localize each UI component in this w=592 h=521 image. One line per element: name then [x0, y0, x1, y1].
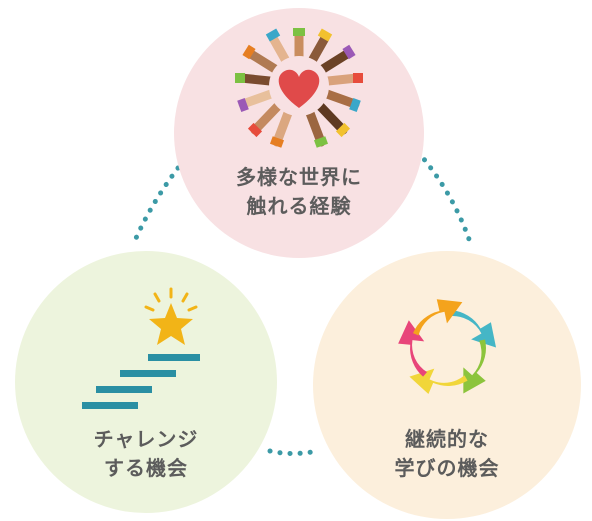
node-top-label-line2: 触れる経験 — [246, 194, 352, 218]
heart-hands-icon — [235, 28, 363, 148]
node-left-label-line2: する機会 — [104, 456, 188, 480]
connector-top-left — [130, 165, 181, 248]
node-left-label-line1: チャレンジ — [93, 427, 199, 451]
node-top-label-line1: 多様な世界に — [236, 165, 362, 189]
stairs-star-icon — [82, 287, 200, 409]
connector-top-right — [415, 149, 475, 251]
connector-bottom — [267, 448, 321, 456]
node-right-label-line2: 学びの機会 — [394, 456, 500, 480]
node-left — [15, 251, 277, 513]
node-right-label-line1: 継続的な — [405, 427, 489, 451]
node-right-label: 継続的な 学びの機会 — [313, 425, 581, 483]
node-top-label: 多様な世界に 触れる経験 — [174, 163, 424, 221]
cycle-arrows-icon — [398, 299, 497, 395]
node-left-label: チャレンジ する機会 — [15, 425, 277, 483]
